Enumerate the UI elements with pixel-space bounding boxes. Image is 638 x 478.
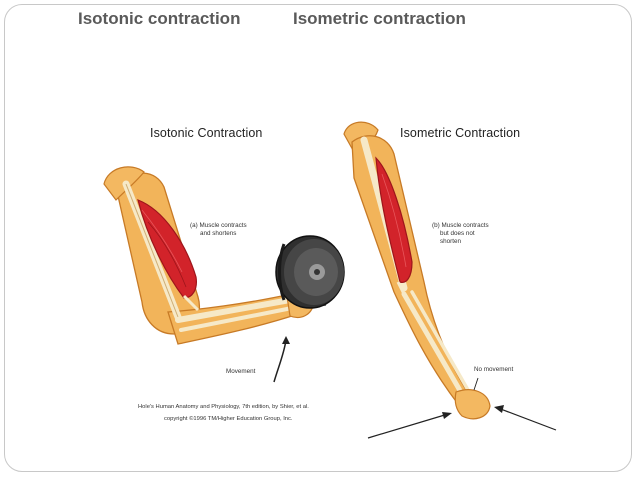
movement-arrow — [273, 336, 290, 383]
no-movement-label: No movement — [474, 366, 514, 373]
slide-title-isotonic: Isotonic contraction — [78, 9, 241, 28]
movement-label: Movement — [226, 368, 256, 375]
no-movement-pointer — [473, 377, 479, 391]
figure-credit-line1: Hole's Human Anatomy and Physiology, 7th… — [138, 404, 309, 410]
isometric-muscle-label-line2: but does not — [440, 230, 475, 237]
dumbbell-weight — [275, 235, 345, 309]
force-arrows — [367, 405, 557, 439]
isotonic-muscle-label-line1: (a) Muscle contracts — [190, 222, 247, 229]
muscle-contraction-illustration: Isotonic Contraction Isometric Contracti… — [86, 112, 576, 452]
isometric-muscle-label-line1: (b) Muscle contracts — [432, 222, 489, 229]
slide-title-isometric: Isometric contraction — [293, 9, 466, 28]
figure-credit-line2: copyright ©1996 TM/Higher Education Grou… — [164, 416, 293, 422]
isometric-panel-title: Isometric Contraction — [400, 126, 521, 140]
isotonic-panel-title: Isotonic Contraction — [150, 126, 263, 140]
illustration-artwork — [103, 121, 557, 439]
isometric-muscle-label-line3: shorten — [440, 238, 462, 245]
isotonic-muscle-label-line2: and shortens — [200, 230, 237, 237]
isometric-arm — [343, 121, 491, 420]
